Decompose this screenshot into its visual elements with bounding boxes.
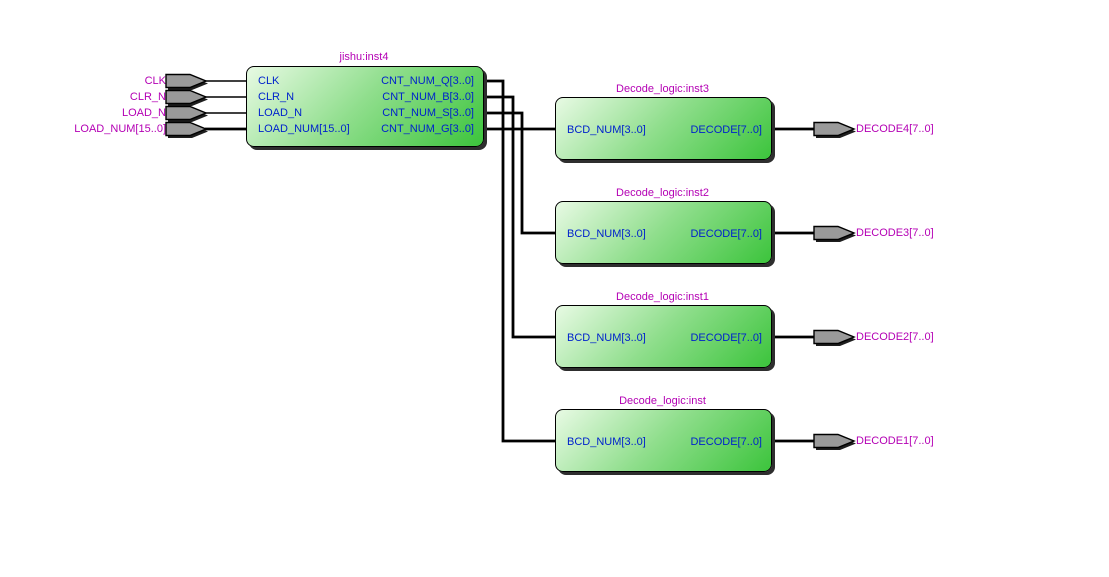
block-title-decode-logic-inst3: Decode_logic:inst3 [616,83,709,95]
port-cnt-num-s: CNT_NUM_S[3..0] [382,107,474,119]
port-clr-n: CLR_N [258,91,295,103]
port-cnt-num-q: CNT_NUM_Q[3..0] [381,75,474,87]
port-cnt-num-b: CNT_NUM_B[3..0] [382,91,474,103]
block-title-jishu-inst4: jishu:inst4 [339,51,389,63]
port-load-num: LOAD_NUM[15..0] [258,123,350,135]
block-jishu-inst4[interactable]: CLK CLR_N LOAD_N LOAD_NUM[15..0] CNT_NUM… [246,66,484,147]
block-title-decode-logic-inst2: Decode_logic:inst2 [616,187,709,199]
output-pin-label-decode2[interactable]: DECODE2[7..0] [856,331,934,343]
output-pin-icon-decode1[interactable] [813,433,858,451]
port-bcd-num: BCD_NUM[3..0] [567,124,646,136]
input-pin-icon-clr-n[interactable] [165,89,210,107]
input-pin-icon-load-n[interactable] [165,105,210,123]
input-pin-icon-load-num[interactable] [165,121,210,139]
output-pin-label-decode1[interactable]: DECODE1[7..0] [856,435,934,447]
block-decode-logic-inst2[interactable]: BCD_NUM[3..0] DECODE[7..0] [555,201,772,264]
input-pin-label-clk[interactable]: CLK [144,75,166,87]
port-bcd-num: BCD_NUM[3..0] [567,436,646,448]
block-title-decode-logic-inst: Decode_logic:inst [619,395,706,407]
port-load-n: LOAD_N [258,107,303,119]
wire-cnt-num-s-bus[interactable] [480,111,556,235]
input-pin-label-load-n[interactable]: LOAD_N [121,107,166,119]
port-decode: DECODE[7..0] [690,124,762,136]
port-bcd-num: BCD_NUM[3..0] [567,332,646,344]
output-pin-icon-decode2[interactable] [813,329,858,347]
port-decode: DECODE[7..0] [690,332,762,344]
port-bcd-num: BCD_NUM[3..0] [567,228,646,240]
wire-cnt-num-q-bus[interactable] [480,79,556,443]
output-pin-icon-decode4[interactable] [813,121,858,139]
input-pin-label-load-num[interactable]: LOAD_NUM[15..0] [74,123,166,135]
block-title-decode-logic-inst1: Decode_logic:inst1 [616,291,709,303]
input-pin-icon-clk[interactable] [165,73,210,91]
block-decode-logic-inst3[interactable]: BCD_NUM[3..0] DECODE[7..0] [555,97,772,160]
port-decode: DECODE[7..0] [690,228,762,240]
block-decode-logic-inst1[interactable]: BCD_NUM[3..0] DECODE[7..0] [555,305,772,368]
input-pin-label-clr-n[interactable]: CLR_N [129,91,166,103]
port-cnt-num-g: CNT_NUM_G[3..0] [381,123,474,135]
wire-cnt-num-b-bus[interactable] [480,95,556,339]
block-decode-logic-inst[interactable]: BCD_NUM[3..0] DECODE[7..0] [555,409,772,472]
port-decode: DECODE[7..0] [690,436,762,448]
output-pin-icon-decode3[interactable] [813,225,858,243]
output-pin-label-decode4[interactable]: DECODE4[7..0] [856,123,934,135]
port-clk: CLK [258,75,280,87]
output-pin-label-decode3[interactable]: DECODE3[7..0] [856,227,934,239]
